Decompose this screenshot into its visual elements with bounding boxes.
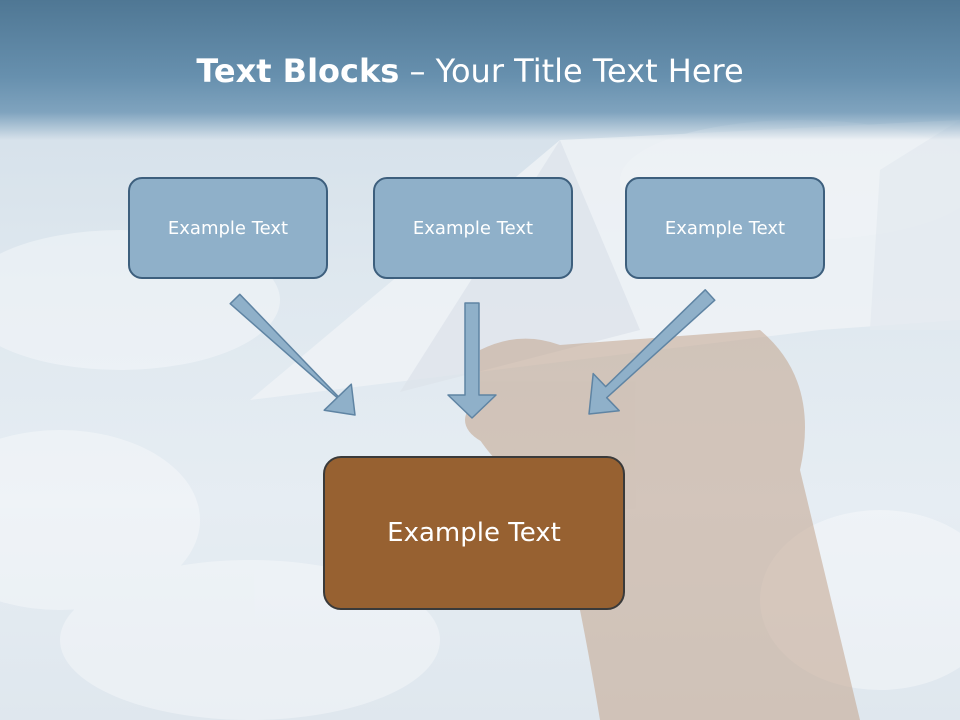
text-block-right-label: Example Text xyxy=(664,217,786,239)
text-block-bottom[interactable]: Example Text xyxy=(323,456,625,610)
header-band xyxy=(0,0,960,140)
text-block-left[interactable]: Example Text xyxy=(128,177,328,279)
text-block-right[interactable]: Example Text xyxy=(625,177,825,279)
title-rest: Your Title Text Here xyxy=(435,52,744,90)
title-bold-part: Text Blocks xyxy=(196,52,400,90)
slide-title: Text Blocks – Your Title Text Here xyxy=(0,52,940,90)
text-block-middle-label: Example Text xyxy=(412,217,534,239)
text-block-left-label: Example Text xyxy=(167,217,289,239)
text-block-bottom-label: Example Text xyxy=(387,518,561,548)
title-separator: – xyxy=(399,52,436,90)
text-block-middle[interactable]: Example Text xyxy=(373,177,573,279)
